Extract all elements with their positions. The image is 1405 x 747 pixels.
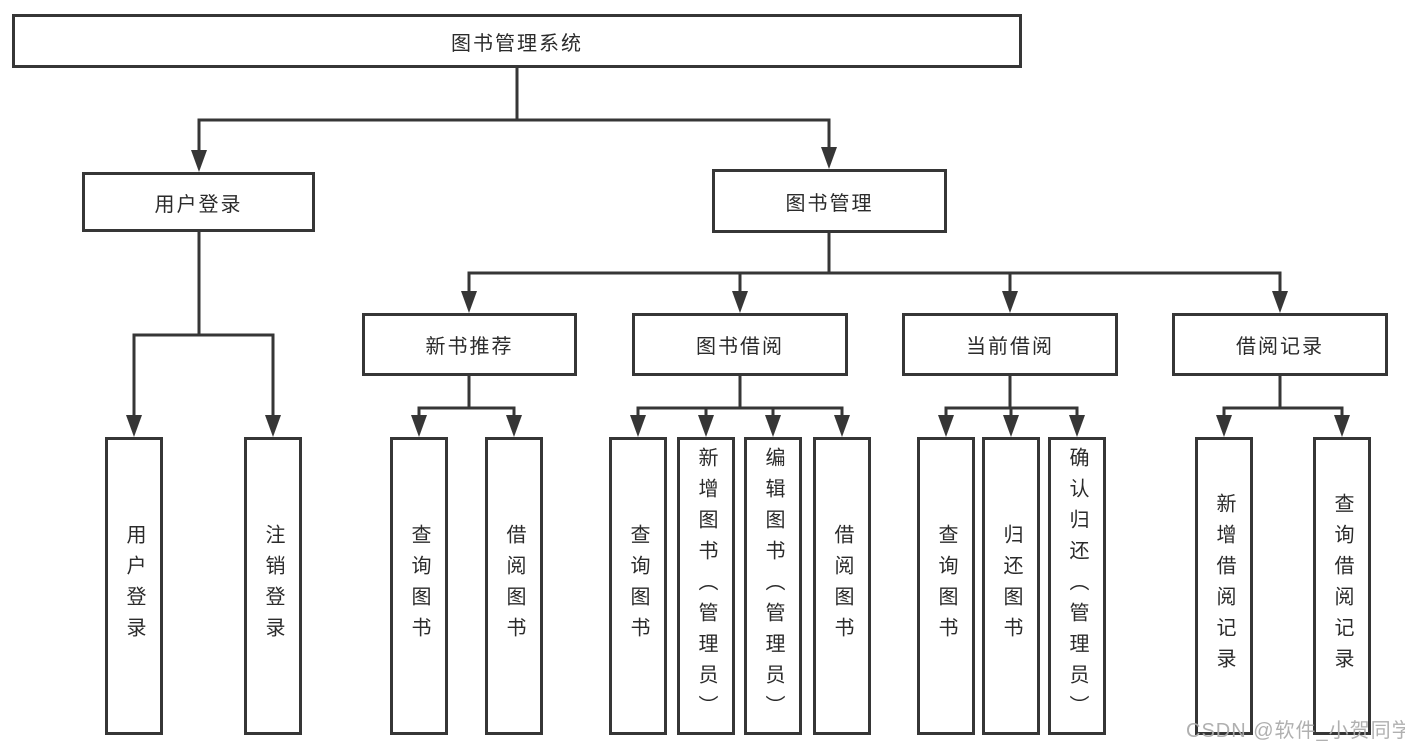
node-borrow-records: 借阅记录	[1172, 313, 1388, 376]
leaf-confirm-return-admin-label: 确认归还（管理员）	[1066, 446, 1088, 726]
leaf-query-borrow-record-label: 查询借阅记录	[1331, 493, 1353, 679]
node-new-book-recommend: 新书推荐	[362, 313, 577, 376]
leaf-edit-book-admin-label: 编辑图书（管理员）	[762, 446, 784, 726]
node-book-management-label: 图书管理	[785, 192, 874, 215]
watermark: CSDN @软件_小贺同学	[1186, 720, 1405, 742]
node-user-login: 用户登录	[82, 172, 315, 232]
node-borrow-records-label: 借阅记录	[1236, 336, 1324, 358]
node-book-borrow: 图书借阅	[632, 313, 848, 376]
leaf-query-books-recommend-label: 查询图书	[408, 524, 430, 648]
leaf-add-book-admin: 新增图书（管理员）	[677, 437, 735, 735]
node-book-borrow-label: 图书借阅	[696, 336, 784, 358]
node-current-borrow: 当前借阅	[902, 313, 1118, 376]
leaf-add-borrow-record-label: 新增借阅记录	[1213, 493, 1235, 679]
leaf-user-login: 用户登录	[105, 437, 163, 735]
leaf-confirm-return-admin: 确认归还（管理员）	[1048, 437, 1106, 735]
leaf-return-books-label: 归还图书	[1000, 524, 1022, 648]
leaf-query-books-borrow: 查询图书	[609, 437, 667, 735]
leaf-borrow-books-label: 借阅图书	[831, 524, 853, 648]
leaf-edit-book-admin: 编辑图书（管理员）	[744, 437, 802, 735]
leaf-user-login-label: 用户登录	[123, 524, 145, 648]
node-new-book-recommend-label: 新书推荐	[425, 336, 514, 358]
leaf-query-books-borrow-label: 查询图书	[627, 524, 649, 648]
leaf-query-books-current: 查询图书	[917, 437, 975, 735]
leaf-query-books-recommend: 查询图书	[390, 437, 448, 735]
leaf-logout: 注销登录	[244, 437, 302, 735]
leaf-borrow-books: 借阅图书	[813, 437, 871, 735]
leaf-add-borrow-record: 新增借阅记录	[1195, 437, 1253, 735]
leaf-return-books: 归还图书	[982, 437, 1040, 735]
node-book-management: 图书管理	[712, 169, 947, 233]
node-current-borrow-label: 当前借阅	[966, 336, 1054, 358]
leaf-borrow-books-recommend-label: 借阅图书	[503, 524, 525, 648]
node-root: 图书管理系统	[12, 14, 1022, 68]
node-user-login-label: 用户登录	[154, 193, 243, 216]
leaf-add-book-admin-label: 新增图书（管理员）	[695, 446, 717, 726]
leaf-borrow-books-recommend: 借阅图书	[485, 437, 543, 735]
leaf-query-borrow-record: 查询借阅记录	[1313, 437, 1371, 735]
node-root-label: 图书管理系统	[451, 32, 583, 55]
leaf-logout-label: 注销登录	[262, 524, 284, 648]
leaf-query-books-current-label: 查询图书	[935, 524, 957, 648]
